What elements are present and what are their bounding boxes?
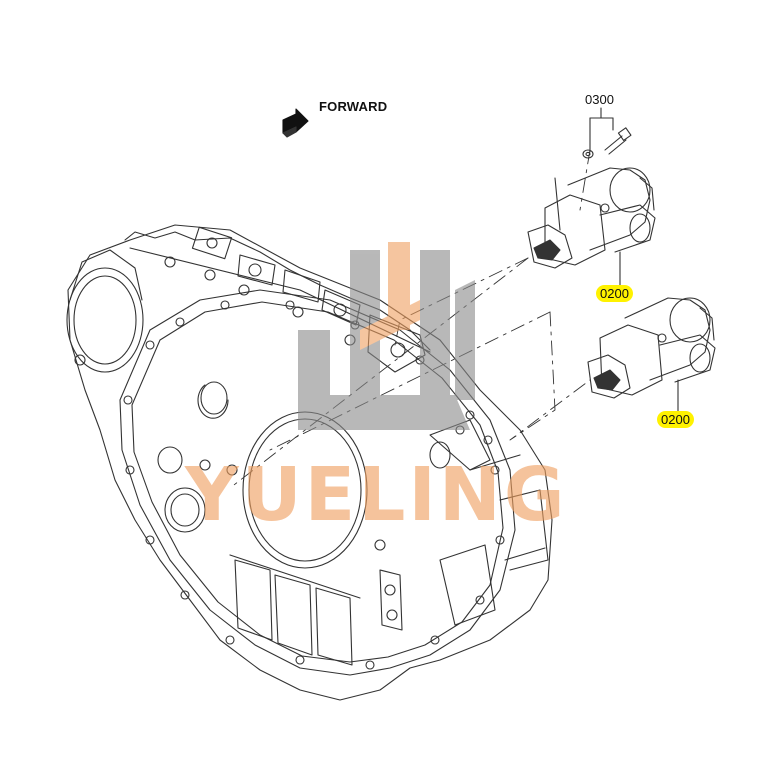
starter-motor-lower <box>587 297 716 416</box>
yueling-watermark-text: YUELING <box>185 452 568 538</box>
starter-motor-upper <box>527 167 656 291</box>
forward-arrow-icon <box>282 108 309 138</box>
part-callout-0300[interactable]: 0300 <box>585 92 614 107</box>
flywheel-housing <box>66 224 553 701</box>
part-callout-0200-lower[interactable]: 0200 <box>657 411 694 428</box>
bolt-washer-0300 <box>582 107 632 159</box>
forward-direction-label: FORWARD <box>319 99 388 114</box>
yueling-logo-mark <box>298 242 475 430</box>
part-callout-0200-upper[interactable]: 0200 <box>596 285 633 302</box>
